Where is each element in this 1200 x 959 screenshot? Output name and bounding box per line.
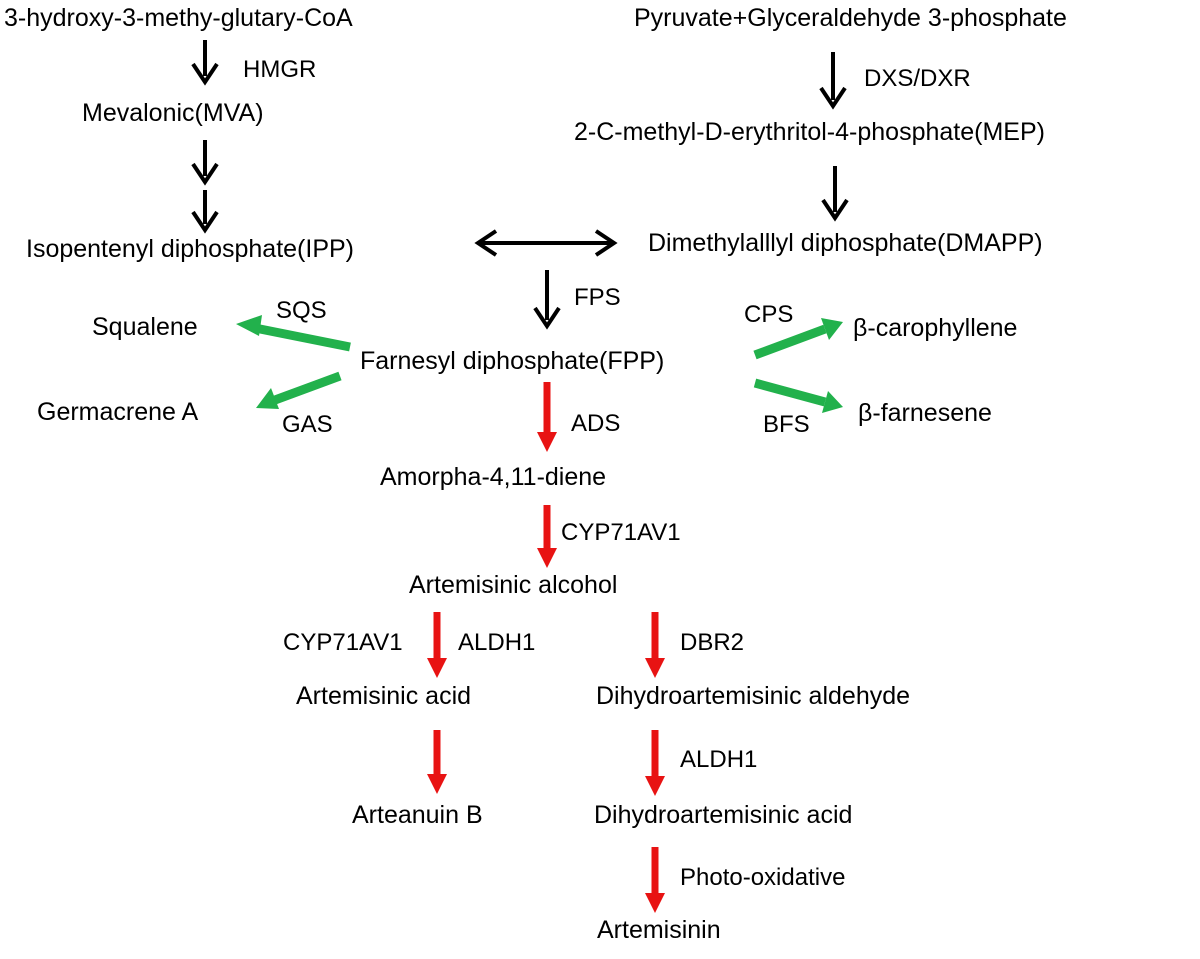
arrow-mep-to-dmapp (821, 166, 849, 222)
enzyme-aldh1-branch: ALDH1 (458, 629, 536, 656)
arrow-mva-to-ipp-2 (191, 190, 219, 234)
metabolite-arteanuin-b: Arteanuin B (352, 801, 483, 829)
enzyme-gas: GAS (282, 411, 333, 438)
arrow-fpp-to-squalene (236, 315, 351, 352)
metabolite-ipp: Isopentenyl diphosphate(IPP) (26, 235, 354, 263)
arrow-hmgcoa-to-mva (191, 40, 219, 86)
enzyme-hmgr: HMGR (243, 56, 317, 83)
metabolite-dmapp: Dimethylalllyl diphosphate(DMAPP) (648, 229, 1043, 257)
arrow-ipp-dmapp-bidirectional (474, 229, 618, 257)
metabolite-dihydroartemisinic-aldehyde: Dihydroartemisinic aldehyde (596, 682, 911, 710)
metabolite-farnesene: β-farnesene (858, 399, 992, 427)
enzyme-cps: CPS (744, 301, 794, 328)
arrow-alcohol-to-aldehyde (645, 612, 665, 678)
arrow-acid-to-arteanuin-b (427, 730, 447, 794)
green-arrows (236, 315, 843, 413)
arrow-fpp-to-amorphadiene (537, 382, 557, 452)
enzyme-dbr2: DBR2 (680, 629, 745, 656)
metabolite-artemisinic-acid: Artemisinic acid (296, 682, 472, 710)
metabolite-hmg-coa: 3-hydroxy-3-methy-glutary-CoA (4, 4, 353, 32)
metabolite-amorphadiene: Amorpha-4,11-diene (380, 463, 607, 491)
enzyme-bfs: BFS (763, 411, 810, 438)
enzyme-cyp71av1-branch: CYP71AV1 (283, 629, 403, 656)
metabolite-mep: 2-C-methyl-D-erythritol-4-phosphate(MEP) (574, 118, 1045, 146)
arrow-dihydro-acid-to-artemisinin (645, 847, 665, 913)
red-arrows (427, 382, 665, 913)
arrow-fpp-to-carophyllene (753, 318, 843, 360)
metabolite-fpp: Farnesyl diphosphate(FPP) (360, 347, 665, 375)
arrow-fpp-to-germacrene (256, 371, 342, 409)
arrow-aldehyde-to-dihydro-acid (645, 730, 665, 796)
arrow-fpp-to-farnesene (753, 378, 843, 413)
arrow-alcohol-to-artemisinic-acid (427, 612, 447, 678)
enzyme-fps: FPS (574, 284, 621, 311)
metabolite-carophyllene: β-carophyllene (853, 314, 1018, 342)
enzyme-photo-oxidative: Photo-oxidative (680, 864, 846, 891)
metabolite-dihydroartemisinic-acid: Dihydroartemisinic acid (594, 801, 853, 829)
metabolite-squalene: Squalene (92, 313, 198, 341)
enzyme-cyp71av1-main: CYP71AV1 (561, 519, 681, 546)
enzyme-sqs: SQS (276, 297, 327, 324)
metabolite-germacrene-a: Germacrene A (37, 398, 199, 426)
enzyme-dxs-dxr: DXS/DXR (864, 65, 971, 92)
arrow-to-fpp (533, 270, 561, 330)
arrow-pyruvate-to-mep (819, 52, 847, 110)
arrow-amorphadiene-to-alcohol (537, 505, 557, 568)
metabolite-artemisinin: Artemisinin (597, 916, 721, 944)
black-arrows (191, 40, 849, 330)
enzyme-aldh1-main: ALDH1 (680, 746, 758, 773)
metabolite-pyruvate-g3p: Pyruvate+Glyceraldehyde 3-phosphate (634, 4, 1067, 32)
metabolite-mva: Mevalonic(MVA) (82, 99, 264, 127)
metabolite-artemisinic-alcohol: Artemisinic alcohol (409, 571, 618, 599)
enzyme-ads: ADS (571, 410, 621, 437)
arrow-mva-to-ipp-1 (191, 140, 219, 186)
